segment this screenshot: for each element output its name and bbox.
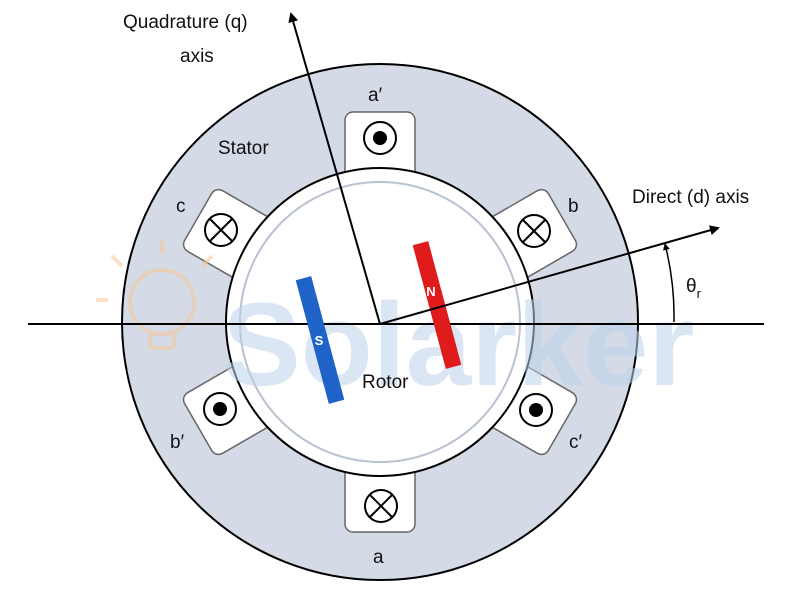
stator-label: Stator bbox=[218, 138, 269, 159]
conductor-b-cross-icon bbox=[517, 214, 551, 248]
conductor-c-prime-dot-icon bbox=[519, 393, 553, 427]
phase-label-c: c bbox=[176, 196, 186, 217]
theta-label: θr bbox=[686, 276, 702, 301]
quadrature-axis-label-line2: axis bbox=[180, 46, 214, 67]
quadrature-axis-label: Quadrature (q) bbox=[123, 12, 248, 33]
north-pole-magnet bbox=[412, 241, 462, 369]
direct-axis-label: Direct (d) axis bbox=[632, 187, 749, 208]
conductor-c-cross-icon bbox=[204, 213, 238, 247]
north-pole-label: N bbox=[426, 284, 435, 299]
south-pole-label: S bbox=[315, 333, 324, 348]
rotor-label: Rotor bbox=[362, 372, 409, 393]
conductor-b-prime-dot-icon bbox=[203, 392, 237, 426]
phase-label-a: a bbox=[373, 547, 384, 568]
south-pole-magnet bbox=[295, 276, 345, 404]
watermark-logo bbox=[96, 240, 214, 350]
phase-label-b: b bbox=[568, 196, 579, 217]
conductor-a-prime-dot-icon bbox=[363, 121, 397, 155]
phase-label-a-prime: a′ bbox=[368, 85, 383, 106]
phase-label-b-prime: b′ bbox=[170, 432, 185, 453]
watermark-text: Solarker bbox=[222, 279, 694, 411]
quadrature-axis-arrow bbox=[288, 12, 381, 325]
theta-arc bbox=[663, 243, 675, 323]
conductors bbox=[203, 121, 553, 523]
conductor-a-cross-icon bbox=[364, 489, 398, 523]
direct-axis-arrow bbox=[379, 225, 720, 325]
phase-label-c-prime: c′ bbox=[569, 432, 583, 453]
